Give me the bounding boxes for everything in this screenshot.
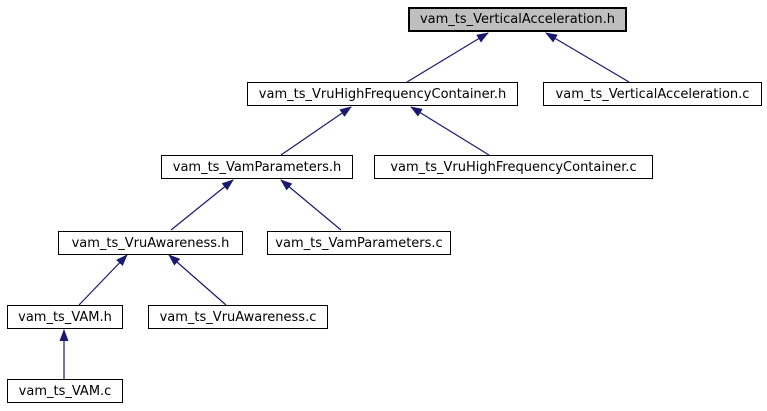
edge-vam-h-to-vruawareness-h <box>78 254 128 306</box>
node-vam-ts-verticalacceleration-c[interactable]: vam_ts_VerticalAcceleration.c <box>543 82 762 106</box>
node-vam-ts-vam-c[interactable]: vam_ts_VAM.c <box>7 379 123 403</box>
node-vam-ts-vamparameters-h[interactable]: vam_ts_VamParameters.h <box>161 155 353 179</box>
edge-vruawareness-c-to-vruawareness-h <box>168 254 227 306</box>
node-vam-ts-vam-h[interactable]: vam_ts_VAM.h <box>7 305 123 329</box>
edge-vruawareness-h-to-vamparameters-h <box>170 179 234 231</box>
edge-vruhighfrequencycontainer-h-to-verticalacceleration-h <box>406 32 489 83</box>
node-vam-ts-verticalacceleration-h[interactable]: vam_ts_VerticalAcceleration.h <box>408 7 627 32</box>
node-vam-ts-vruhighfrequencycontainer-h[interactable]: vam_ts_VruHighFrequencyContainer.h <box>247 82 518 106</box>
edge-vamparameters-h-to-vruhighfrequencycontainer-h <box>280 106 352 156</box>
edge-vruhighfrequencycontainer-c-to-vruhighfrequencycontainer-h <box>410 106 490 156</box>
node-vam-ts-vruhighfrequencycontainer-c[interactable]: vam_ts_VruHighFrequencyContainer.c <box>374 155 653 179</box>
node-vam-ts-vruawareness-c[interactable]: vam_ts_VruAwareness.c <box>148 305 328 329</box>
edge-vamparameters-c-to-vamparameters-h <box>280 179 342 231</box>
node-vam-ts-vruawareness-h[interactable]: vam_ts_VruAwareness.h <box>58 231 243 255</box>
edge-verticalacceleration-c-to-verticalacceleration-h <box>545 32 630 83</box>
node-vam-ts-vamparameters-c[interactable]: vam_ts_VamParameters.c <box>267 231 451 255</box>
